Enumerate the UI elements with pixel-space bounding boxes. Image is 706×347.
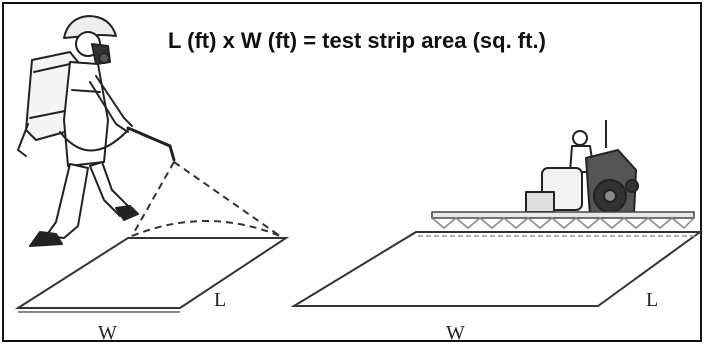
width-label-right: W bbox=[446, 322, 465, 344]
spray-pattern-left bbox=[132, 162, 280, 236]
spray-boom bbox=[432, 212, 694, 228]
length-label-left: L bbox=[214, 289, 226, 311]
tractor-boom-sprayer bbox=[526, 120, 638, 216]
width-label-left: W bbox=[98, 322, 117, 344]
length-label-right: L bbox=[646, 289, 658, 311]
test-strip-left bbox=[18, 238, 286, 312]
backpack-sprayer-operator bbox=[18, 16, 174, 246]
test-strip-right bbox=[294, 232, 700, 306]
